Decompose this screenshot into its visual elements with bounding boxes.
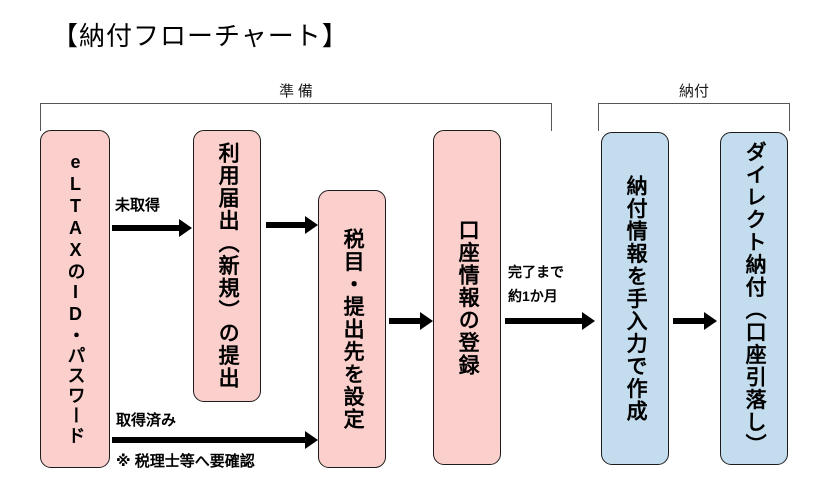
node-label-direct-payment: ダイレクト納付（口座引落し） [743, 141, 767, 456]
node-tax-item-destination[interactable]: 税目・提出先を設定 [318, 190, 386, 468]
arrow-to-tax-item [266, 222, 306, 228]
arrow-not-obtained [112, 225, 180, 231]
phase-label-preparation: 準 備 [279, 84, 313, 100]
phase-bracket-preparation [40, 103, 552, 131]
node-label-usage-notification: 利用届出（新規）の提出 [216, 142, 240, 390]
arrow-to-account [389, 318, 421, 324]
node-label-payment-info-manual: 納付情報を手入力で作成 [624, 174, 648, 423]
phase-label-payment: 納付 [678, 84, 709, 100]
phase-bracket-payment [598, 103, 790, 131]
arrow-obtained [112, 437, 306, 443]
node-account-registration[interactable]: 口座情報の登録 [433, 130, 501, 465]
arrow-to-direct-payment [673, 318, 705, 324]
node-eltax-credentials[interactable]: eLTAXのID・パスワード [40, 130, 110, 468]
arrow-label-obtained: 取得済み [116, 412, 177, 429]
page-title: 【納付フローチャート】 [52, 22, 349, 51]
node-label-eltax-credentials: eLTAXのID・パスワード [65, 152, 86, 446]
node-usage-notification[interactable]: 利用届出（新規）の提出 [193, 130, 261, 402]
arrow-until-complete [505, 318, 583, 324]
node-label-tax-item-destination: 税目・提出先を設定 [341, 227, 365, 431]
arrow-note-obtained: ※ 税理士等へ要確認 [116, 453, 255, 470]
arrow-label-until-complete-line1: 完了まで [508, 264, 564, 280]
arrow-label-until-complete-line2: 約1か月 [508, 288, 558, 304]
node-payment-info-manual[interactable]: 納付情報を手入力で作成 [601, 132, 669, 465]
node-direct-payment[interactable]: ダイレクト納付（口座引落し） [720, 132, 788, 465]
node-label-account-registration: 口座情報の登録 [456, 218, 480, 377]
arrow-label-not-obtained: 未取得 [115, 197, 161, 214]
